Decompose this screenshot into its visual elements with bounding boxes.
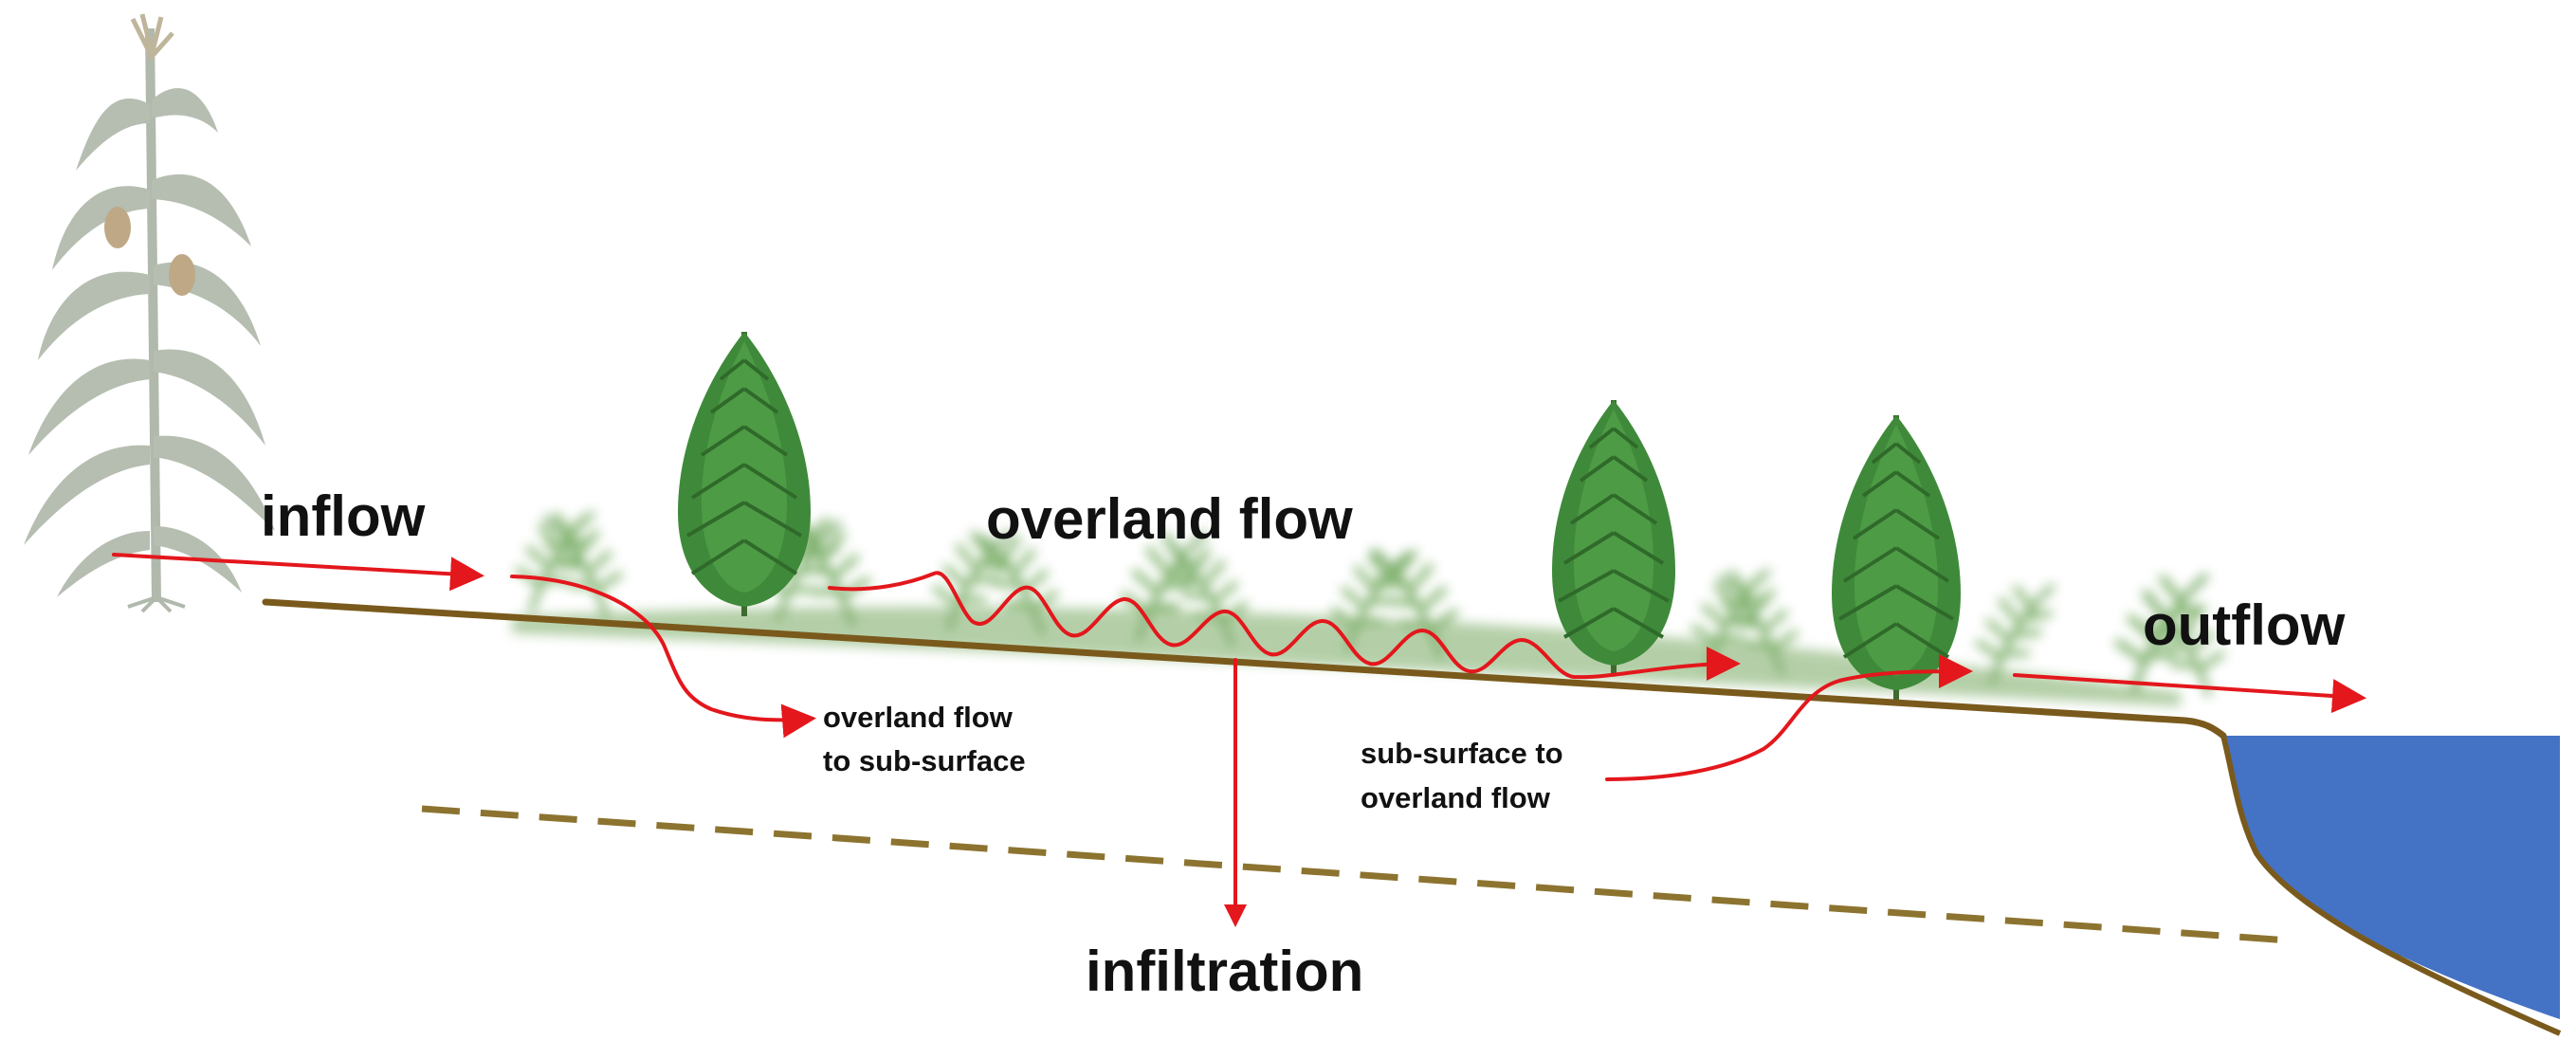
infiltration-label: infiltration: [1086, 940, 1363, 1003]
overland-flow-label: overland flow: [986, 487, 1353, 551]
water-body-icon: [2223, 736, 2560, 1019]
outflow-label: outflow: [2143, 593, 2346, 657]
inflow-arrow: [112, 553, 484, 592]
outflow-arrow: [2013, 673, 2366, 713]
inflow-label: inflow: [261, 484, 426, 548]
subsoil-dashed-line: [421, 805, 2291, 944]
grass-strip: [512, 513, 2221, 706]
overland-to-subsurface-label-line1: overland flow: [823, 701, 1014, 734]
overland-flow-wave-arrow: [828, 571, 1741, 682]
conifer-tree-icon: [678, 332, 811, 616]
overland-to-subsurface-arrow: [510, 575, 816, 739]
bank-line: [2220, 735, 2562, 1036]
subsurface-to-overland-label-line1: sub-surface to: [1361, 737, 1563, 770]
subsurface-to-overland-label-line2: overland flow: [1361, 781, 1551, 814]
conifer-tree-icon: [1552, 400, 1675, 675]
subsurface-to-overland-arrow: [1605, 654, 1973, 781]
ground-surface-line: [262, 598, 2227, 739]
corn-plant-icon: [24, 13, 275, 613]
overland-to-subsurface-label-line2: to sub-surface: [823, 744, 1026, 777]
conifer-tree-icon: [1832, 415, 1961, 700]
